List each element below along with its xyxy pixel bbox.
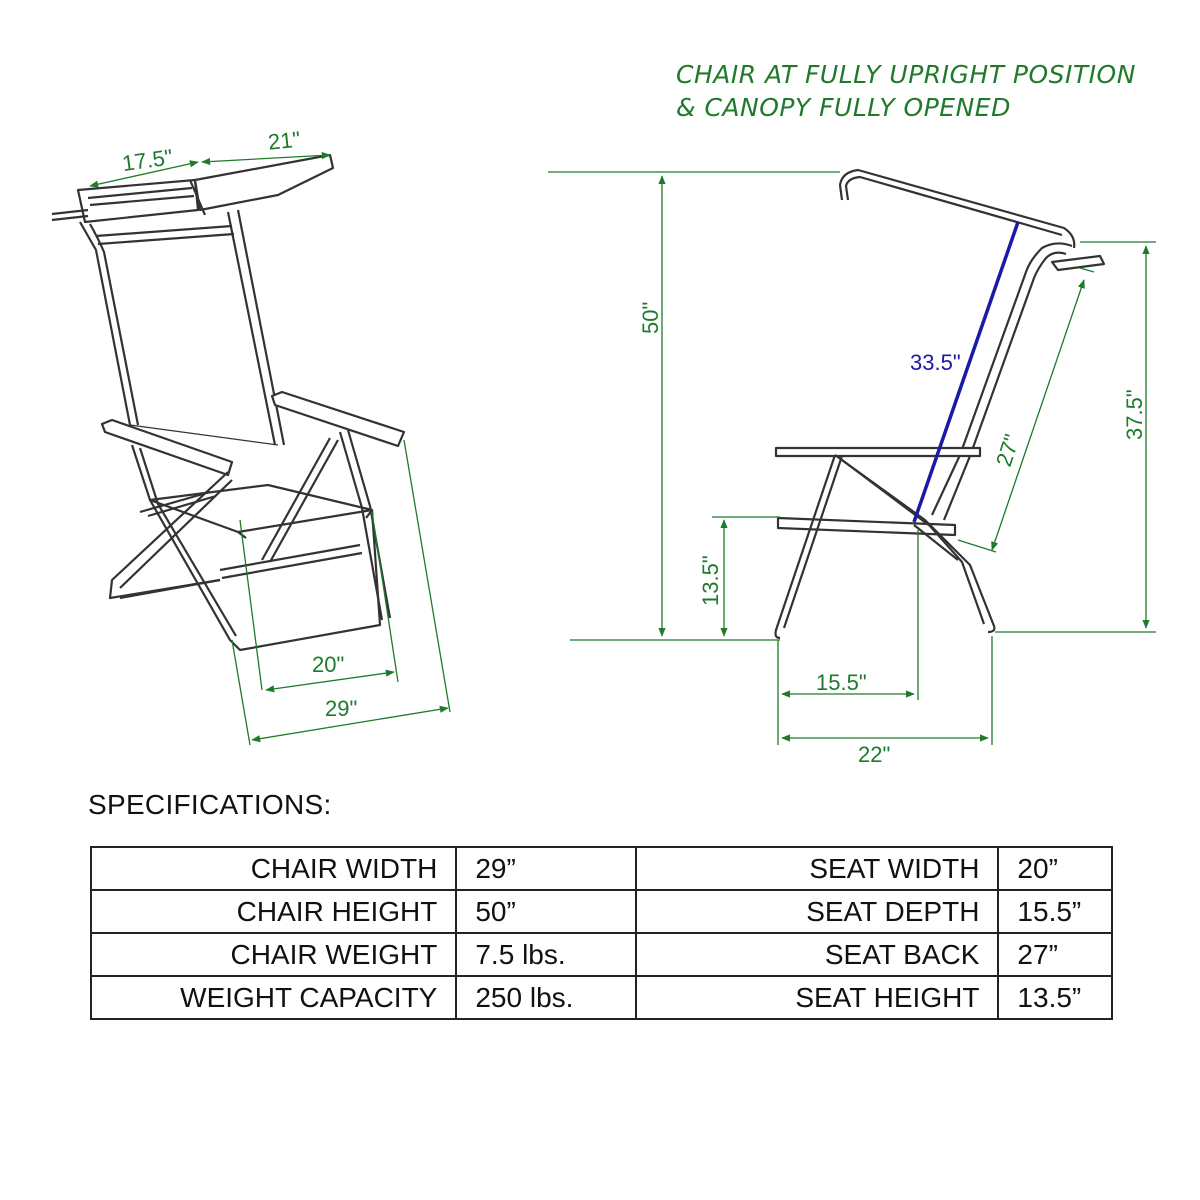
spec-row: CHAIR WEIGHT 7.5 lbs. SEAT BACK 27”	[89, 932, 1113, 977]
spec-label: WEIGHT CAPACITY	[89, 975, 458, 1020]
spec-row: WEIGHT CAPACITY 250 lbs. SEAT HEIGHT 13.…	[89, 975, 1113, 1020]
spec-value: 29”	[455, 846, 637, 891]
spec-label: CHAIR WIDTH	[89, 846, 458, 891]
spec-label: SEAT WIDTH	[634, 846, 1000, 891]
side-armrest	[774, 446, 982, 458]
specifications-title: SPECIFICATIONS:	[88, 789, 332, 820]
side-back-upright	[931, 242, 1073, 516]
spec-value: 15.5”	[997, 889, 1113, 934]
front-legs	[108, 429, 392, 652]
dim-back-height: 37.5"	[1122, 389, 1147, 440]
dim-depth: 22"	[858, 742, 890, 767]
front-armrests	[100, 390, 406, 477]
spec-label: CHAIR WEIGHT	[89, 932, 458, 977]
spec-value: 13.5”	[997, 975, 1113, 1020]
side-dimensions	[548, 171, 1156, 745]
side-rear-leg	[834, 454, 996, 634]
spec-value: 7.5 lbs.	[455, 932, 637, 977]
front-view	[51, 153, 406, 652]
spec-label: SEAT HEIGHT	[634, 975, 1000, 1020]
spec-value: 20”	[997, 846, 1113, 891]
side-view	[774, 168, 1106, 640]
view-note-line1: CHAIR AT FULLY UPRIGHT POSITION	[676, 60, 1136, 89]
spec-label: SEAT BACK	[634, 932, 1000, 977]
dim-seat-width: 20"	[312, 652, 344, 677]
side-seat	[776, 516, 957, 537]
front-seat	[148, 483, 374, 539]
specifications-table: CHAIR WIDTH 29” SEAT WIDTH 20” CHAIR HEI…	[89, 846, 1113, 1020]
chair-diagram: 17.5" 21" 20" 29"	[51, 126, 1156, 767]
dim-seat-back: 27"	[991, 431, 1025, 469]
dim-chair-width: 29"	[325, 696, 357, 721]
spec-label: CHAIR HEIGHT	[89, 889, 458, 934]
side-dim-labels: 50" 37.5" 13.5" 27" 15.5" 22"	[638, 302, 1147, 767]
spec-value: 27”	[997, 932, 1113, 977]
dim-total-height: 50"	[638, 302, 663, 334]
side-front-leg	[774, 454, 837, 640]
canopy-arm-highlight	[912, 221, 1020, 523]
view-note-line2: & CANOPY FULLY OPENED	[676, 93, 1011, 122]
view-note: CHAIR AT FULLY UPRIGHT POSITION & CANOPY…	[676, 58, 1136, 124]
front-dimensions	[89, 151, 451, 746]
dim-seat-depth: 15.5"	[816, 670, 867, 695]
dim-canopy-arm: 33.5"	[910, 350, 961, 375]
dim-canopy-right: 21"	[267, 126, 302, 154]
front-backrest	[79, 209, 286, 446]
side-canopy-rod	[838, 168, 1076, 249]
spec-row: CHAIR HEIGHT 50” SEAT DEPTH 15.5”	[89, 889, 1113, 934]
front-canopy	[51, 153, 335, 224]
spec-value: 250 lbs.	[455, 975, 637, 1020]
spec-label: SEAT DEPTH	[634, 889, 1000, 934]
spec-row: CHAIR WIDTH 29” SEAT WIDTH 20”	[89, 846, 1113, 891]
spec-value: 50”	[455, 889, 637, 934]
dim-canopy-left: 17.5"	[121, 144, 175, 176]
dim-seat-height: 13.5"	[698, 555, 723, 606]
